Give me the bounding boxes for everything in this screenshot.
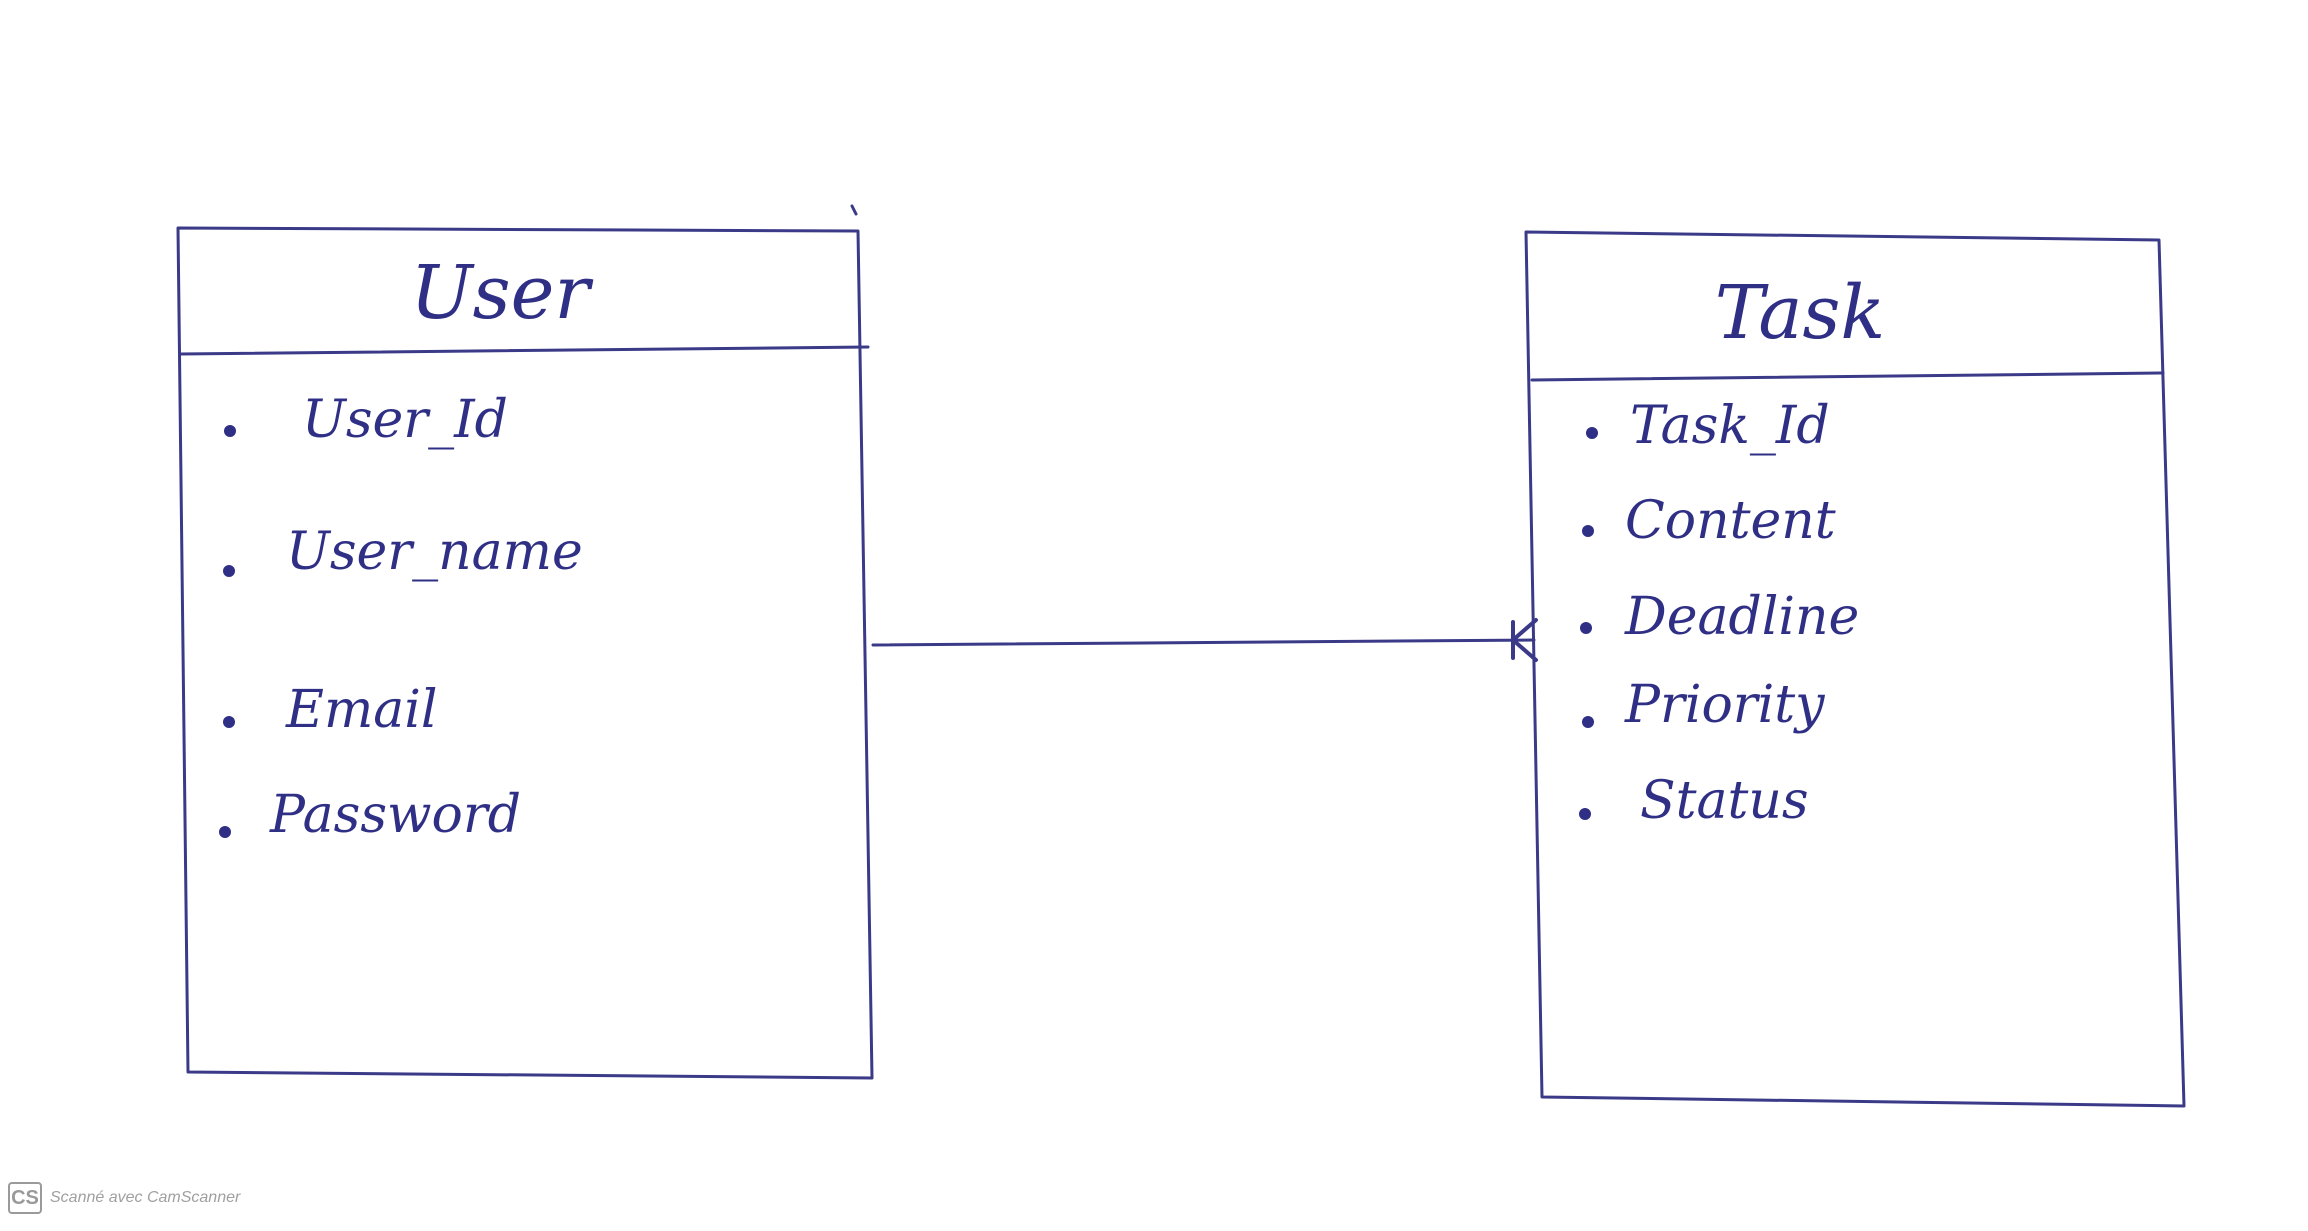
- entity-task-header-divider: [1530, 371, 2165, 382]
- bullet-icon: [1580, 622, 1592, 634]
- attribute-email: Email: [285, 680, 438, 740]
- bullet-icon: [223, 565, 235, 577]
- attribute-deadline: Deadline: [1624, 587, 1859, 647]
- entity-user: User User_Id User_name Email Password: [176, 204, 874, 1080]
- entity-task: Task Task_Id Content Deadline Priority S…: [1524, 230, 2186, 1108]
- relationship-user-task: [871, 618, 1538, 662]
- bullet-icon: [219, 826, 231, 838]
- bullet-icon: [223, 716, 235, 728]
- camscanner-logo-icon: CS: [8, 1182, 42, 1214]
- entity-user-title: User: [410, 250, 594, 336]
- attribute-priority: Priority: [1624, 675, 1825, 735]
- bullet-icon: [1586, 427, 1598, 439]
- scanner-watermark: CS Scanné avec CamScanner: [8, 1182, 240, 1214]
- attribute-user-id: User_Id: [302, 390, 508, 450]
- attribute-password: Password: [269, 785, 521, 845]
- relationship-line: [871, 638, 1536, 647]
- attribute-user-name: User_name: [286, 522, 583, 582]
- entity-task-box: [1524, 230, 2186, 1108]
- entity-task-title: Task: [1715, 270, 1886, 356]
- attribute-status: Status: [1640, 771, 1809, 831]
- bullet-icon: [1582, 716, 1594, 728]
- bullet-icon: [1582, 525, 1594, 537]
- bullet-icon: [1579, 808, 1591, 820]
- attribute-content: Content: [1625, 491, 1836, 551]
- entity-user-header-divider: [178, 345, 870, 356]
- bullet-icon: [224, 425, 236, 437]
- pen-mark: [850, 204, 858, 216]
- watermark-text: Scanné avec CamScanner: [50, 1189, 241, 1206]
- attribute-task-id: Task_Id: [1630, 396, 1830, 456]
- entity-user-box: [176, 226, 874, 1080]
